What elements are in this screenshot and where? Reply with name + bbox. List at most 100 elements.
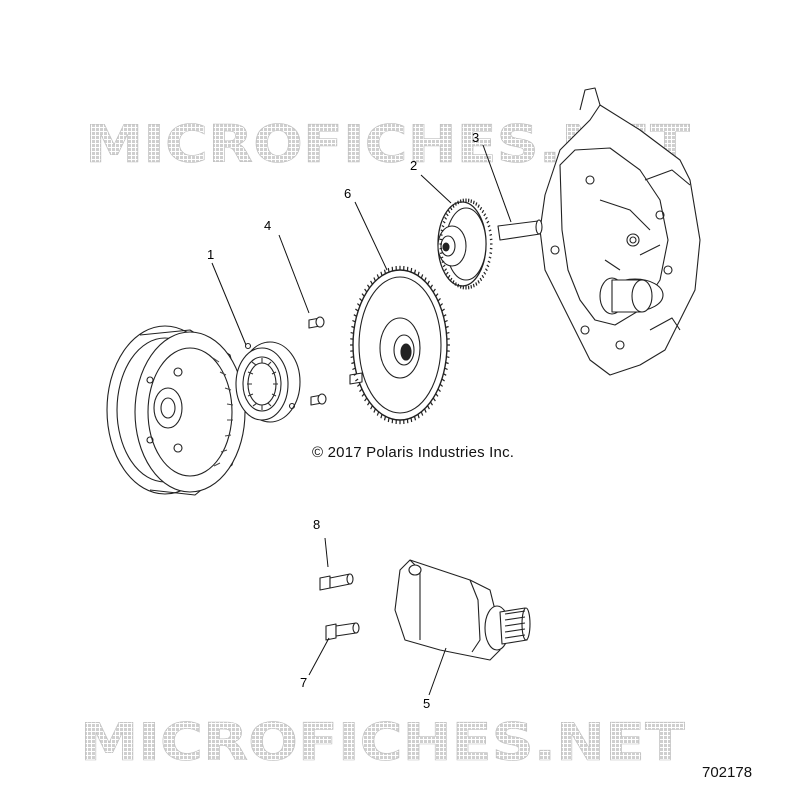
gear-tooth: [417, 271, 420, 276]
one-way-clutch-bearing: [235, 341, 301, 423]
gear-tooth: [441, 378, 445, 382]
gear-tooth: [427, 405, 430, 410]
gear-tooth: [435, 293, 439, 297]
gear-tooth: [487, 260, 491, 264]
callout-6: 6: [344, 186, 352, 201]
gear-tooth: [443, 314, 447, 317]
gear-tooth: [449, 277, 453, 282]
gear-tooth: [359, 297, 363, 302]
gear-tooth: [355, 378, 359, 382]
gear-tooth: [454, 282, 457, 286]
gear-tooth: [361, 293, 365, 297]
gear-tooth: [427, 280, 430, 285]
copyright-notice: © 2017 Polaris Industries Inc.: [312, 444, 515, 461]
gear-tooth: [452, 280, 455, 284]
gear-tooth: [353, 373, 357, 376]
leader-lines: [211, 144, 512, 696]
gear-tooth: [489, 233, 493, 236]
gear-tooth: [437, 388, 441, 393]
gear-tooth: [437, 297, 441, 302]
gear-tooth: [472, 283, 475, 288]
callout-5: 5: [423, 696, 431, 711]
gear-tooth: [380, 414, 383, 419]
screw-upper: [308, 316, 325, 329]
gear-tooth: [470, 199, 473, 203]
gear-tooth: [483, 213, 487, 217]
gear-tooth: [410, 417, 413, 423]
gear-tooth: [442, 264, 446, 268]
gear-tooth: [488, 229, 492, 232]
gear-tooth: [439, 303, 443, 307]
callout-4: 4: [264, 218, 272, 233]
gear-tooth: [445, 361, 449, 365]
gear-tooth: [445, 213, 449, 217]
gear-tooth: [359, 388, 363, 393]
gear-tooth: [472, 200, 475, 205]
gear-tooth: [442, 220, 446, 224]
gear-tooth: [440, 229, 444, 232]
gear-tooth: [487, 224, 491, 228]
gear-tooth: [444, 319, 448, 323]
callout-2: 2: [410, 158, 418, 173]
gear-tooth: [447, 274, 451, 279]
gear-tooth: [470, 285, 473, 289]
callout-7: 7: [300, 675, 308, 690]
gear-tooth: [420, 274, 424, 279]
gear-tooth: [444, 268, 448, 272]
gear-tooth: [446, 356, 450, 358]
gear-tooth: [432, 288, 436, 293]
gear-tooth: [370, 280, 373, 285]
gear-tooth: [376, 274, 380, 279]
gear-tooth: [413, 269, 417, 274]
gear-tooth: [364, 288, 368, 293]
engine-case: [539, 87, 701, 376]
starter-motor: [394, 559, 531, 661]
gear-tooth: [481, 209, 485, 214]
gear-tooth: [357, 303, 361, 307]
callout-3: 3: [472, 130, 480, 145]
gear-tooth: [417, 414, 420, 419]
gear-tooth: [424, 277, 427, 282]
callout-1: 1: [207, 247, 215, 262]
gear-tooth: [446, 332, 450, 334]
idler-gear: [437, 198, 493, 290]
gear-tooth: [429, 401, 434, 406]
flywheel-rotor: [106, 325, 246, 496]
gear-tooth: [387, 267, 390, 273]
gear-tooth: [484, 216, 488, 220]
gear-tooth: [352, 367, 356, 371]
gear-tooth: [479, 277, 483, 282]
gear-tooth: [457, 200, 460, 205]
gear-tooth: [475, 202, 478, 206]
gear-tooth: [364, 397, 368, 402]
watermark-bottom: MICROFICHES.NET: [80, 713, 686, 774]
gear-tooth: [361, 393, 365, 397]
gear-tooth: [350, 356, 354, 358]
gear-tooth: [439, 252, 443, 255]
gear-tooth: [353, 314, 357, 317]
gear-tooth: [373, 277, 376, 282]
gear-tooth: [447, 209, 451, 214]
gear-tooth: [475, 282, 478, 286]
gear-tooth: [357, 383, 361, 387]
gear-tooth: [376, 411, 380, 416]
gear-tooth: [373, 408, 376, 413]
gear-tooth: [387, 417, 390, 423]
gear-tooth: [486, 220, 490, 224]
gear-tooth: [424, 408, 427, 413]
gear-tooth: [366, 284, 371, 289]
gear-tooth: [429, 284, 434, 289]
gear-tooth: [459, 285, 462, 289]
callout-8: 8: [313, 517, 321, 532]
gear-tooth: [443, 373, 447, 376]
gear-tooth: [479, 206, 483, 211]
gear-tooth: [420, 411, 424, 416]
gear-tooth: [355, 308, 359, 312]
gear-tooth: [449, 206, 453, 211]
gear-tooth: [489, 252, 493, 255]
gear-tooth: [366, 401, 371, 406]
gear-tooth: [477, 204, 480, 208]
gear-tooth: [483, 271, 487, 275]
